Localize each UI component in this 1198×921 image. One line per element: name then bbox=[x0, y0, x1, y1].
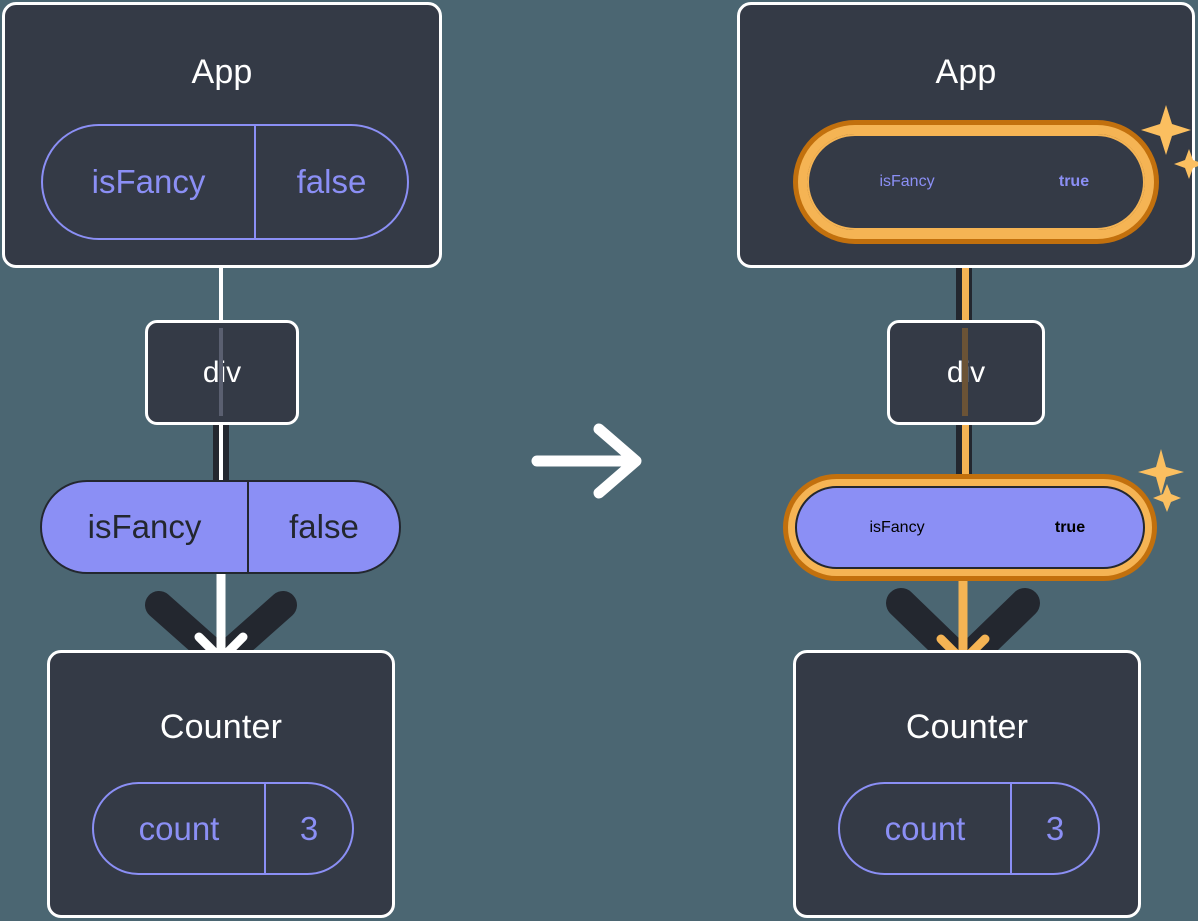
counter-state-value: 3 bbox=[1045, 809, 1065, 847]
connector-app-to-div bbox=[219, 266, 223, 324]
connector-div-to-prop-orange bbox=[962, 424, 969, 490]
pill-divider bbox=[264, 784, 266, 873]
counter-title: Counter bbox=[905, 708, 1029, 746]
prop-pill-value: true bbox=[1054, 518, 1086, 536]
app-component-box: App isFancy false bbox=[2, 2, 442, 268]
app-title: App bbox=[191, 53, 253, 91]
counter-title: Counter bbox=[159, 708, 283, 746]
prop-pill-key: isFancy bbox=[869, 518, 925, 536]
counter-state-pill: count 3 bbox=[838, 782, 1100, 875]
app-prop-pill: isFancy false bbox=[41, 124, 409, 240]
prop-pill: isFancy false bbox=[40, 480, 401, 574]
pill-divider bbox=[1010, 784, 1012, 873]
connector-through-div bbox=[962, 328, 968, 416]
sparkle-icon bbox=[1174, 149, 1198, 179]
connector-div-to-prop-light bbox=[219, 424, 223, 486]
app-component-box: App isFancy true bbox=[737, 2, 1198, 268]
counter-state-value: 3 bbox=[299, 809, 319, 847]
app-prop-pill: isFancy true bbox=[807, 134, 1145, 230]
prop-pill-value: false bbox=[289, 508, 359, 545]
counter-component-box: Counter count 3 bbox=[793, 650, 1141, 918]
app-prop-value: false bbox=[296, 163, 367, 200]
sparkle-icon bbox=[1138, 449, 1184, 495]
sparkle-icon bbox=[1141, 105, 1191, 155]
transition-arrow-icon bbox=[531, 423, 642, 499]
prop-pill: isFancy true bbox=[795, 486, 1145, 569]
left-panel: App isFancy false div isFancy false bbox=[2, 2, 442, 918]
pill-divider bbox=[247, 482, 249, 572]
app-prop-key: isFancy bbox=[879, 173, 935, 190]
right-panel: App isFancy true div isFancy bbox=[599, 0, 1198, 921]
counter-state-key: count bbox=[884, 809, 966, 847]
app-prop-value: true bbox=[1058, 173, 1090, 190]
app-prop-key: isFancy bbox=[91, 163, 206, 200]
app-title: App bbox=[935, 53, 997, 91]
counter-state-pill: count 3 bbox=[92, 782, 354, 875]
pill-divider bbox=[254, 126, 256, 238]
prop-pill-key: isFancy bbox=[87, 508, 202, 545]
sparkle-icon bbox=[1153, 484, 1181, 512]
connector-through-div bbox=[219, 328, 223, 416]
counter-state-key: count bbox=[138, 809, 220, 847]
counter-component-box: Counter count 3 bbox=[47, 650, 395, 918]
connector-app-to-div-orange bbox=[962, 232, 969, 324]
